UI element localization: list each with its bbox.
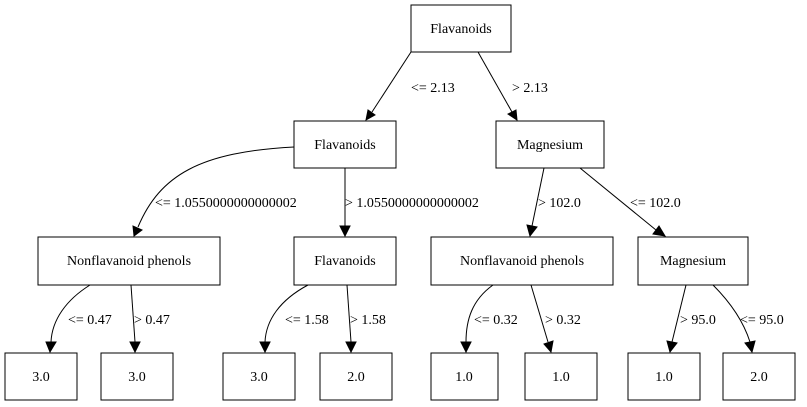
- leaf-node: 3.0: [4, 352, 78, 401]
- edge-arrow-n2-n5: [526, 224, 538, 238]
- node-nonflavanoid-phenols-right: Nonflavanoid phenols: [430, 236, 614, 286]
- node-magnesium-lower: Magnesium: [637, 236, 749, 286]
- edge-line-n5-n12: [530, 284, 549, 343]
- edge-label-n5-n11: <= 0.32: [474, 313, 518, 328]
- edge-label-n6-n14: <= 95.0: [740, 313, 784, 328]
- edge-line-n5-n11: [465, 284, 494, 343]
- edge-arrow-n3-n8: [129, 341, 141, 354]
- node-label: Nonflavanoid phenols: [460, 254, 584, 269]
- edge-label-n2-n5: > 102.0: [538, 196, 581, 211]
- edge-label-n4-n10: > 1.58: [350, 313, 386, 328]
- leaf-label: 1.0: [455, 370, 473, 385]
- edge-label-root-left: <= 2.13: [411, 81, 455, 96]
- node-label: Flavanoids: [314, 138, 375, 153]
- node-label: Magnesium: [517, 138, 583, 153]
- edge-arrow-n5-n12: [543, 340, 554, 354]
- edge-arrow-n5-n11: [460, 341, 472, 354]
- edge-line-n2-n6: [579, 167, 657, 231]
- edge-line-n3-n7: [50, 284, 91, 343]
- edge-label-n6-n13: > 95.0: [680, 313, 716, 328]
- node-label: Flavanoids: [430, 22, 491, 37]
- edge-arrow-root-left: [365, 109, 376, 121]
- node-label: Nonflavanoid phenols: [67, 254, 191, 269]
- edge-line-root-left: [371, 51, 412, 113]
- edge-line-n6-n13: [671, 284, 687, 343]
- leaf-node: 1.0: [430, 352, 499, 401]
- edge-arrow-n1-n4: [339, 225, 351, 238]
- leaf-node: 1.0: [524, 352, 598, 401]
- edge-arrow-n1-n3: [132, 225, 143, 237]
- node-flavanoids-left: Flavanoids: [293, 120, 397, 169]
- edge-arrow-root-right: [507, 109, 518, 122]
- leaf-node: 2.0: [319, 352, 393, 401]
- leaf-node: 3.0: [100, 352, 174, 401]
- edge-label-n1-n4: > 1.0550000000000002: [345, 196, 479, 211]
- node-root-flavanoids: Flavanoids: [410, 4, 512, 53]
- node-label: Magnesium: [660, 254, 726, 269]
- edge-arrow-n3-n7: [45, 341, 57, 354]
- edge-line-n3-n8: [130, 284, 136, 343]
- leaf-label: 2.0: [750, 370, 768, 385]
- leaf-node: 2.0: [722, 352, 796, 401]
- leaf-label: 1.0: [552, 370, 570, 385]
- node-flavanoids-mid: Flavanoids: [293, 236, 397, 286]
- edge-label-n2-n6: <= 102.0: [630, 196, 681, 211]
- leaf-label: 2.0: [347, 370, 365, 385]
- edge-label-n5-n12: > 0.32: [545, 313, 581, 328]
- edge-line-n6-n14: [712, 284, 751, 343]
- edge-label-n3-n7: <= 0.47: [68, 313, 112, 328]
- tree-nodes: Flavanoids Flavanoids Magnesium Nonflava…: [4, 4, 796, 401]
- edge-arrow-n4-n9: [259, 341, 271, 354]
- edge-arrow-n4-n10: [345, 341, 357, 354]
- edge-arrow-n6-n13: [666, 340, 678, 354]
- edge-arrow-n6-n14: [744, 340, 756, 354]
- edge-line-n4-n9: [264, 284, 309, 343]
- edge-line-root-right: [477, 51, 513, 113]
- edge-label-root-right: > 2.13: [512, 81, 548, 96]
- leaf-node: 1.0: [627, 352, 701, 401]
- edge-label-n1-n3: <= 1.0550000000000002: [155, 196, 297, 211]
- tree-edges: <= 2.13 > 2.13 <= 1.0550000000000002 > 1…: [45, 51, 784, 354]
- leaf-label: 3.0: [128, 370, 146, 385]
- leaf-label: 3.0: [32, 370, 50, 385]
- node-magnesium-right: Magnesium: [495, 120, 605, 169]
- leaf-label: 1.0: [655, 370, 673, 385]
- edge-line-n1-n3: [137, 146, 295, 228]
- node-nonflavanoid-phenols-left: Nonflavanoid phenols: [37, 236, 221, 286]
- node-label: Flavanoids: [314, 254, 375, 269]
- leaf-label: 3.0: [250, 370, 268, 385]
- edge-label-n3-n8: > 0.47: [134, 313, 170, 328]
- edge-line-n4-n10: [346, 284, 352, 343]
- edge-arrow-n2-n6: [652, 225, 666, 237]
- leaf-node: 3.0: [222, 352, 296, 401]
- edge-line-n2-n5: [531, 167, 545, 227]
- edge-label-n4-n9: <= 1.58: [285, 313, 329, 328]
